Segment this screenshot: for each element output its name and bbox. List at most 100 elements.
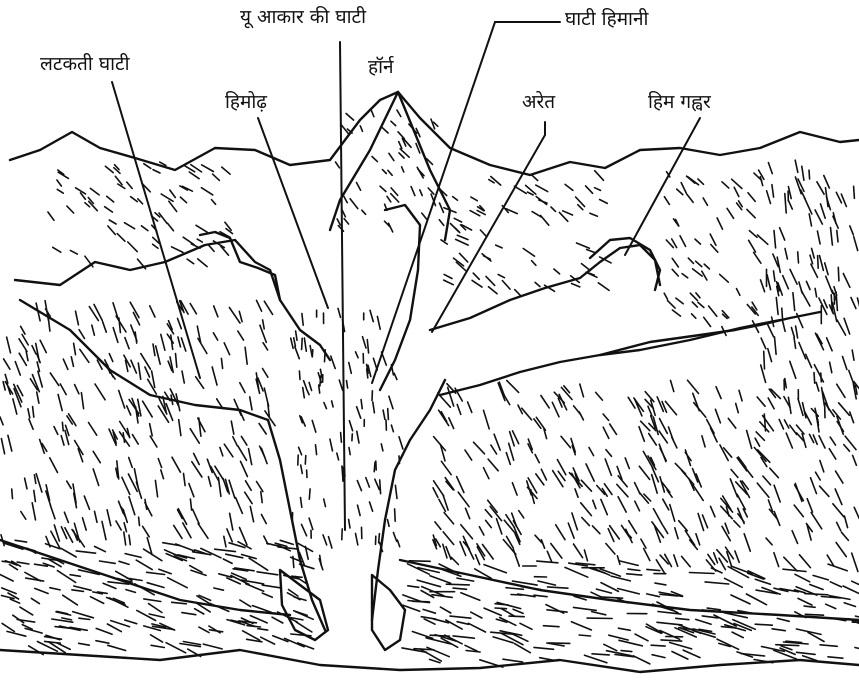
terrain-hatch-stroke [837, 522, 841, 531]
terrain-hatch-stroke [262, 593, 272, 597]
terrain-hatch-stroke [61, 436, 64, 445]
terrain-hatch-stroke [687, 176, 695, 183]
terrain-hatch-stroke [703, 198, 707, 205]
terrain-hatch-stroke [843, 274, 850, 288]
terrain-hatch-stroke [596, 392, 603, 400]
terrain-hatch-stroke [446, 620, 462, 629]
terrain-hatch-stroke [498, 275, 504, 278]
terrain-hatch-stroke [109, 220, 116, 224]
terrain-hatch-stroke [768, 398, 774, 409]
terrain-hatch-stroke [0, 575, 13, 581]
terrain-hatch-stroke [32, 503, 35, 520]
terrain-hatch-stroke [850, 226, 854, 235]
terrain-hatch-stroke [528, 192, 534, 195]
terrain-hatch-stroke [818, 256, 819, 269]
terrain-hatch-stroke [344, 196, 348, 203]
terrain-hatch-stroke [170, 190, 176, 198]
terrain-hatch-stroke [95, 511, 98, 522]
terrain-hatch-stroke [189, 172, 199, 179]
terrain-hatch-stroke [172, 247, 184, 253]
terrain-hatch-stroke [457, 405, 461, 415]
terrain-hatch-stroke [688, 380, 699, 393]
terrain-hatch-stroke [64, 512, 68, 522]
terrain-hatch-stroke [408, 586, 419, 588]
terrain-hatch-stroke [13, 615, 24, 623]
terrain-hatch-stroke [798, 252, 799, 263]
terrain-hatch-stroke [29, 419, 33, 429]
terrain-hatch-stroke [835, 489, 842, 505]
terrain-hatch-stroke [843, 357, 847, 370]
terrain-hatch-stroke [291, 338, 293, 348]
terrain-hatch-stroke [820, 461, 824, 472]
terrain-hatch-stroke [192, 462, 202, 477]
terrain-hatch-stroke [250, 507, 253, 522]
terrain-hatch-stroke [79, 618, 90, 619]
terrain-hatch-stroke [532, 261, 536, 266]
terrain-hatch-stroke [339, 380, 342, 390]
terrain-hatch-stroke [461, 525, 473, 539]
terrain-hatch-stroke [754, 448, 766, 462]
terrain-hatch-stroke [807, 499, 812, 512]
terrain-hatch-stroke [476, 555, 480, 565]
terrain-hatch-stroke [109, 598, 128, 607]
terrain-hatch-stroke [767, 275, 771, 290]
skyline-ridge [10, 92, 859, 175]
terrain-hatch-stroke [15, 362, 20, 376]
terrain-hatch-stroke [770, 468, 779, 478]
terrain-hatch-stroke [138, 199, 143, 204]
terrain-hatch-stroke [80, 349, 89, 362]
terrain-hatch-stroke [618, 497, 626, 512]
terrain-hatch-stroke [380, 480, 381, 494]
terrain-hatch-stroke [176, 544, 195, 551]
terrain-hatch-stroke [119, 561, 129, 564]
terrain-hatch-stroke [218, 478, 221, 497]
terrain-hatch-stroke [139, 517, 140, 525]
terrain-hatch-stroke [725, 578, 743, 587]
terrain-hatch-stroke [76, 551, 95, 553]
terrain-hatch-stroke [261, 637, 275, 644]
terrain-hatch-stroke [362, 210, 366, 214]
terrain-hatch-stroke [486, 520, 492, 527]
terrain-hatch-stroke [350, 199, 358, 209]
terrain-hatch-stroke [347, 381, 348, 388]
terrain-hatch-stroke [836, 471, 843, 483]
terrain-hatch-stroke [132, 435, 138, 445]
terrain-hatch-stroke [393, 533, 396, 542]
terrain-hatch-stroke [675, 463, 685, 474]
terrain-hatch-stroke [568, 523, 574, 538]
terrain-hatch-stroke [506, 588, 523, 590]
terrain-hatch-stroke [783, 569, 806, 571]
terrain-hatch-stroke [683, 650, 700, 658]
terrain-hatch-stroke [260, 325, 266, 342]
terrain-hatch-stroke [444, 280, 454, 285]
terrain-hatch-stroke [302, 524, 307, 535]
terrain-hatch-stroke [837, 384, 845, 397]
terrain-hatch-stroke [537, 561, 558, 563]
terrain-hatch-stroke [587, 250, 595, 253]
terrain-hatch-stroke [214, 588, 224, 590]
terrain-hatch-stroke [224, 536, 226, 547]
terrain-hatch-stroke [380, 186, 386, 191]
terrain-hatch-stroke [606, 544, 615, 555]
terrain-hatch-stroke [161, 194, 173, 201]
terrain-hatch-stroke [668, 301, 676, 309]
terrain-hatch-stroke [61, 548, 76, 557]
terrain-hatch-stroke [230, 513, 233, 530]
terrain-hatch-stroke [747, 431, 752, 449]
terrain-hatch-stroke [304, 338, 306, 351]
terrain-hatch-stroke [172, 602, 187, 604]
terrain-hatch-stroke [453, 197, 458, 201]
terrain-hatch-stroke [201, 188, 212, 195]
terrain-hatch-stroke [692, 302, 697, 307]
terrain-hatch-stroke [772, 629, 785, 631]
terrain-hatch-stroke [635, 634, 648, 641]
terrain-hatch-stroke [513, 609, 523, 613]
terrain-hatch-stroke [382, 170, 386, 174]
terrain-hatch-stroke [604, 644, 617, 650]
terrain-hatch-stroke [329, 537, 332, 548]
terrain-hatch-stroke [854, 237, 858, 251]
terrain-hatch-stroke [2, 623, 14, 631]
terrain-hatch-stroke [755, 579, 770, 584]
terrain-hatch-stroke [732, 632, 743, 638]
terrain-hatch-stroke [172, 457, 180, 472]
